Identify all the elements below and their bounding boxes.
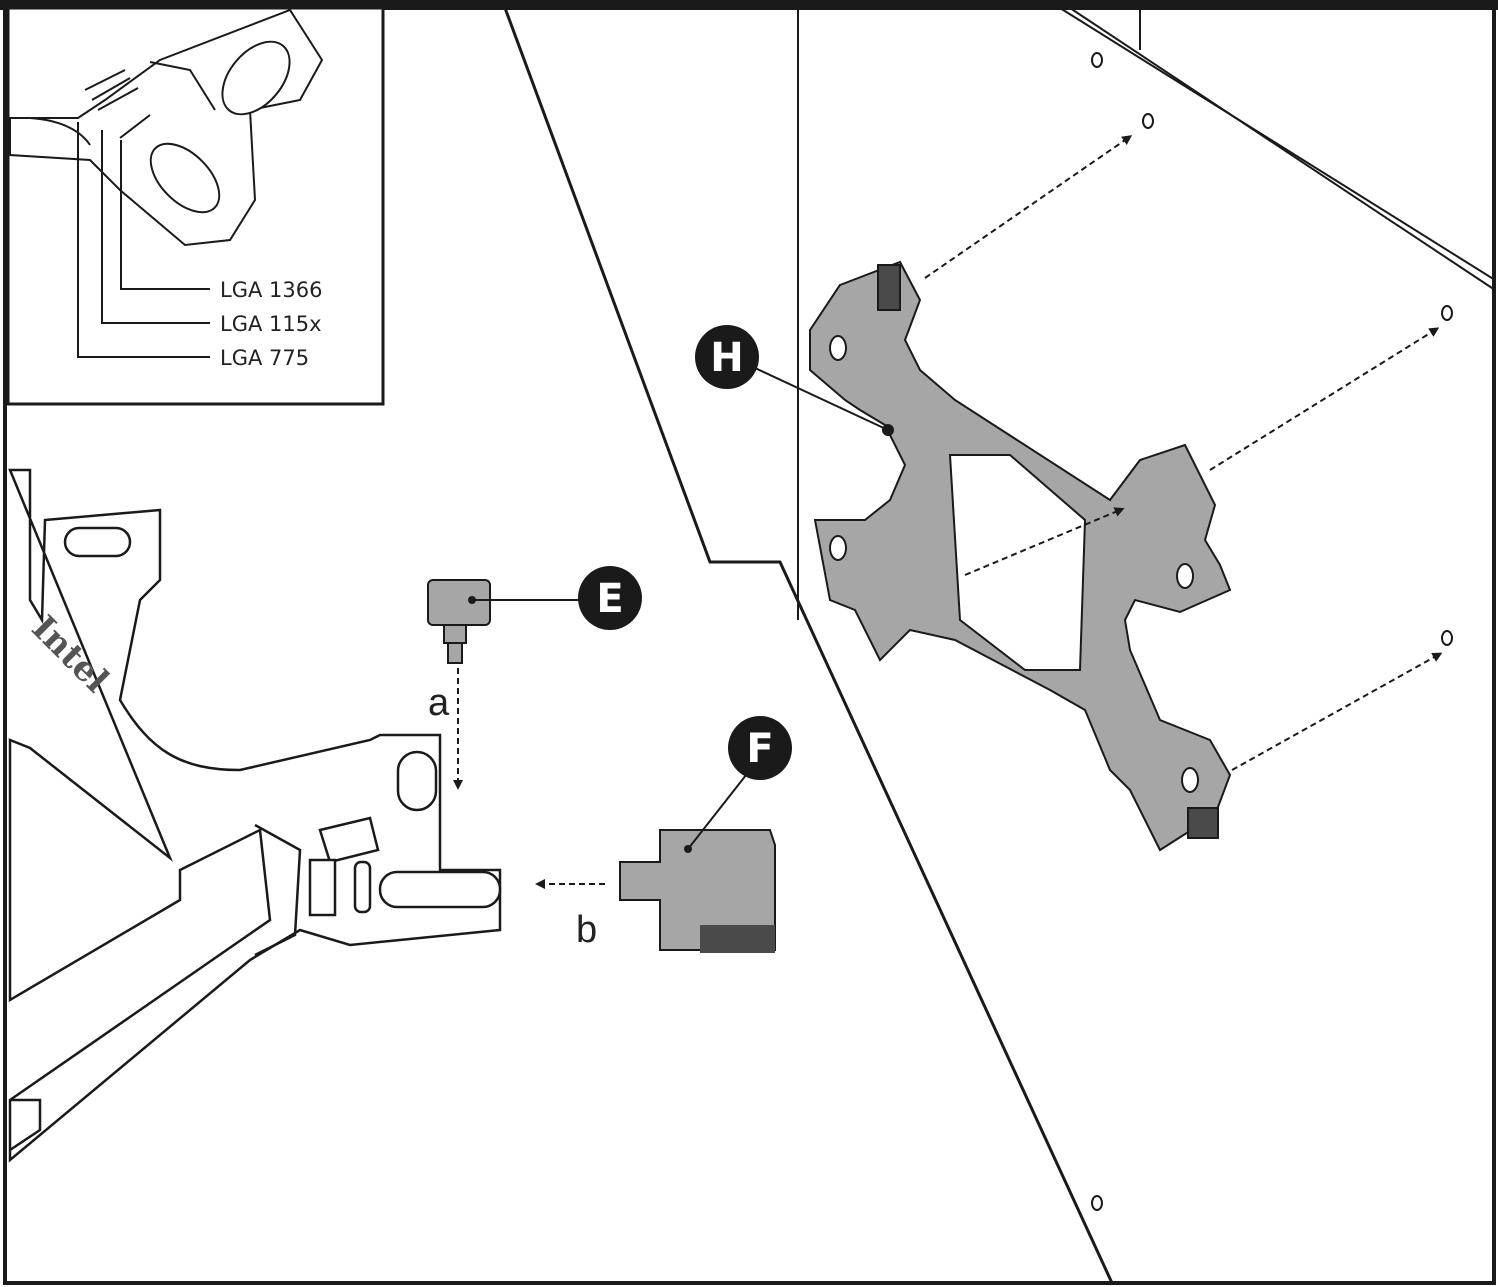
part-e-screw [427,579,491,664]
mounting-hole [1441,305,1453,321]
inset-slot-hole [149,142,221,214]
arm-slot [378,870,502,909]
mounting-hole [1441,630,1453,646]
mount-arrow-top [924,135,1133,279]
badge-f-label: F [746,726,773,772]
badge-f: F [728,716,792,780]
part-f-spacer [619,829,776,953]
motherboard [1059,7,1496,1211]
badge-e: E [578,566,642,630]
mount-arrow-right-lower [1231,652,1443,771]
leader-line-lga115x [101,130,210,324]
arm-slot [63,526,132,558]
top-bar [0,0,1498,10]
part-h-bracket [809,260,1232,852]
socket-inset: LGA 1366 LGA 115x LGA 775 [6,6,385,406]
leader-line-lga775 [77,122,210,358]
slot-label-lga775: LGA 775 [220,346,309,370]
badge-h: H [695,325,759,389]
leader-line-f [687,769,751,850]
slot-label-lga1366: LGA 1366 [220,278,322,302]
leader-line-lga1366 [120,140,210,290]
leader-line-h [754,367,889,431]
mounting-hole [1142,113,1154,129]
badge-e-label: E [596,576,623,622]
panel-divider-left [503,7,1114,1284]
step-b-label: b [576,909,597,951]
badge-h-label: H [710,335,743,381]
inset-slot-hole [221,40,291,116]
slot-label-lga115x: LGA 115x [220,312,322,336]
mount-arrow-center [964,507,1125,576]
arm-slot [353,860,372,914]
arm-slot [396,750,438,812]
mounting-hole [1091,52,1103,68]
mounting-hole [1091,1195,1103,1211]
step-a-label: a [428,682,450,724]
backplate-arm [8,468,502,1163]
mount-arrow-right-upper [1209,327,1440,471]
